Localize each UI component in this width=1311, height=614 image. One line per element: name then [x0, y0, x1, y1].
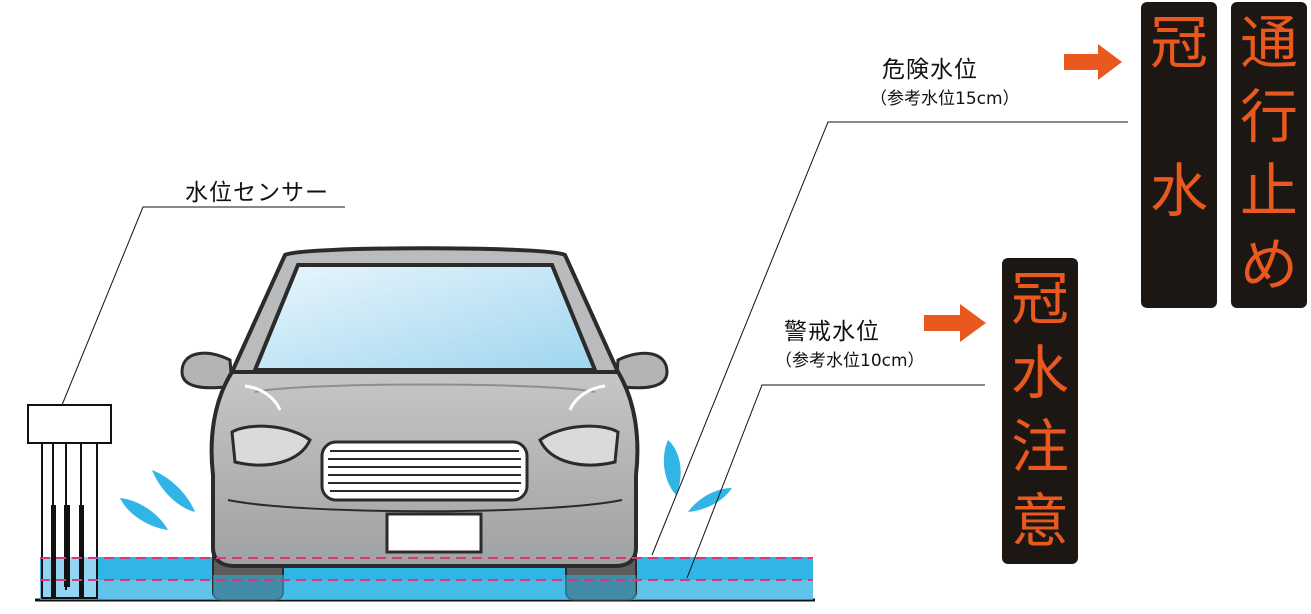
water-level-sensor: [27, 404, 112, 599]
warning-level-note: （参考水位10cm）: [775, 351, 925, 371]
flood-sign-char-2: 水: [1149, 157, 1208, 225]
sensor-label: 水位センサー: [185, 180, 329, 206]
caution-sign-char-4: 意: [1010, 487, 1069, 555]
caution-sign-char-2: 水: [1010, 339, 1069, 407]
flood-sign-char-1: 冠: [1149, 9, 1208, 77]
sensor-leader-line: [61, 206, 345, 406]
road-closed-sign-char-1: 通: [1239, 9, 1298, 77]
flood-caution-sign: 冠 水 注 意: [1002, 258, 1078, 564]
road-closed-sign: 通 行 止 め: [1231, 2, 1307, 308]
flood-sign: 冠 水: [1141, 2, 1217, 308]
danger-level-note: （参考水位15cm）: [870, 89, 1020, 109]
warning-level-title: 警戒水位: [784, 319, 880, 345]
warning-leader-line: [686, 384, 985, 579]
caution-sign-char-1: 冠: [1010, 265, 1069, 333]
danger-arrow-icon: [1064, 44, 1122, 80]
water-overlay: [213, 575, 636, 600]
car: [180, 246, 669, 601]
danger-level-title: 危険水位: [882, 57, 978, 83]
water-splash: [120, 440, 732, 530]
warning-arrow-icon: [924, 304, 986, 342]
danger-leader-line: [651, 121, 1128, 556]
road-closed-sign-char-2: 行: [1239, 83, 1298, 151]
caution-sign-char-3: 注: [1010, 413, 1069, 481]
road-closed-sign-char-4: め: [1239, 231, 1298, 299]
road-closed-sign-char-3: 止: [1239, 157, 1298, 225]
